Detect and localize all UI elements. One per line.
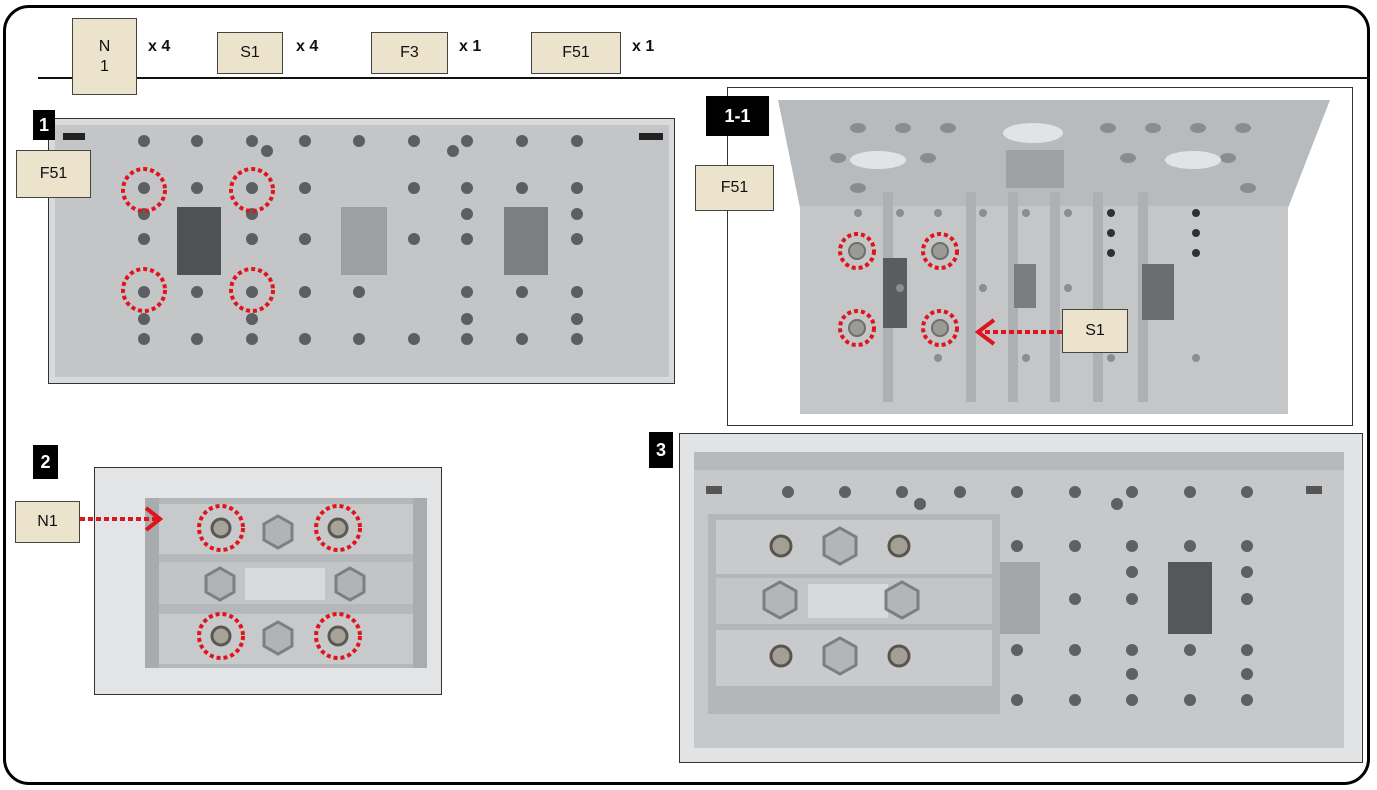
step2-pointer-tag: N1	[15, 501, 80, 543]
step1-1-marker-2	[921, 232, 959, 270]
page-frame	[3, 5, 1370, 785]
step1-marker-1	[121, 167, 167, 213]
step2-marker-2	[314, 504, 362, 552]
part-qty-n1: x 4	[148, 38, 171, 55]
step1-1-pointer-tag-label: S1	[1085, 322, 1105, 339]
step2-marker-4	[314, 612, 362, 660]
step1-marker-3	[121, 267, 167, 313]
step1-1-pointer-tag: S1	[1062, 309, 1128, 353]
step2-pointer-tag-label: N1	[37, 513, 58, 530]
header-divider	[38, 77, 1370, 79]
step1-badge-label: 1	[38, 114, 49, 135]
step1-marker-2	[229, 167, 275, 213]
step1-1-marker-1	[838, 232, 876, 270]
step1-part-tag-label: F51	[39, 165, 68, 182]
step1-highlight-layer	[121, 167, 275, 313]
part-tag-f51: F51	[531, 32, 621, 74]
step1-part-tag: F51	[16, 150, 91, 198]
part-tag-s1-label: S1	[240, 44, 260, 61]
step2-marker-1	[197, 504, 245, 552]
part-tag-f51-label: F51	[562, 44, 590, 61]
step1-1-part-tag: F51	[695, 165, 774, 211]
step2-nut-holder-illustration	[95, 468, 441, 694]
step1-1-arrow-icon	[974, 318, 1062, 346]
part-tag-s1: S1	[217, 32, 283, 74]
step1-plate-illustration	[49, 119, 674, 383]
step1-1-badge-label: 1-1	[724, 105, 751, 126]
part-tag-f3: F3	[371, 32, 448, 74]
step1-1-marker-4	[921, 309, 959, 347]
step2-badge-label: 2	[40, 451, 51, 472]
step2-highlight-layer	[197, 504, 362, 660]
step2-marker-3	[197, 612, 245, 660]
step1-badge: 1	[33, 110, 55, 140]
step1-1-bracket-illustration	[728, 88, 1352, 425]
part-tag-f3-label: F3	[400, 44, 419, 61]
step3-badge: 3	[649, 432, 673, 468]
step2-badge: 2	[33, 445, 58, 479]
step2-photo	[94, 467, 442, 695]
part-tag-n1: N 1	[72, 18, 137, 95]
part-qty-s1: x 4	[296, 38, 319, 55]
step3-assembly-illustration	[680, 434, 1362, 762]
part-qty-f3: x 1	[459, 38, 482, 55]
step1-1-photo	[727, 87, 1353, 426]
step1-1-badge: 1-1	[706, 96, 769, 136]
step3-photo	[679, 433, 1363, 763]
part-tag-n1-line2: 1	[100, 57, 109, 75]
step1-1-marker-3	[838, 309, 876, 347]
step1-marker-4	[229, 267, 275, 313]
step1-1-highlight-layer	[838, 232, 1062, 347]
part-tag-n1-line1: N	[98, 37, 111, 55]
part-qty-f51: x 1	[632, 38, 655, 55]
step1-photo	[48, 118, 675, 384]
step3-badge-label: 3	[655, 439, 666, 460]
step1-1-part-tag-label: F51	[720, 179, 749, 196]
